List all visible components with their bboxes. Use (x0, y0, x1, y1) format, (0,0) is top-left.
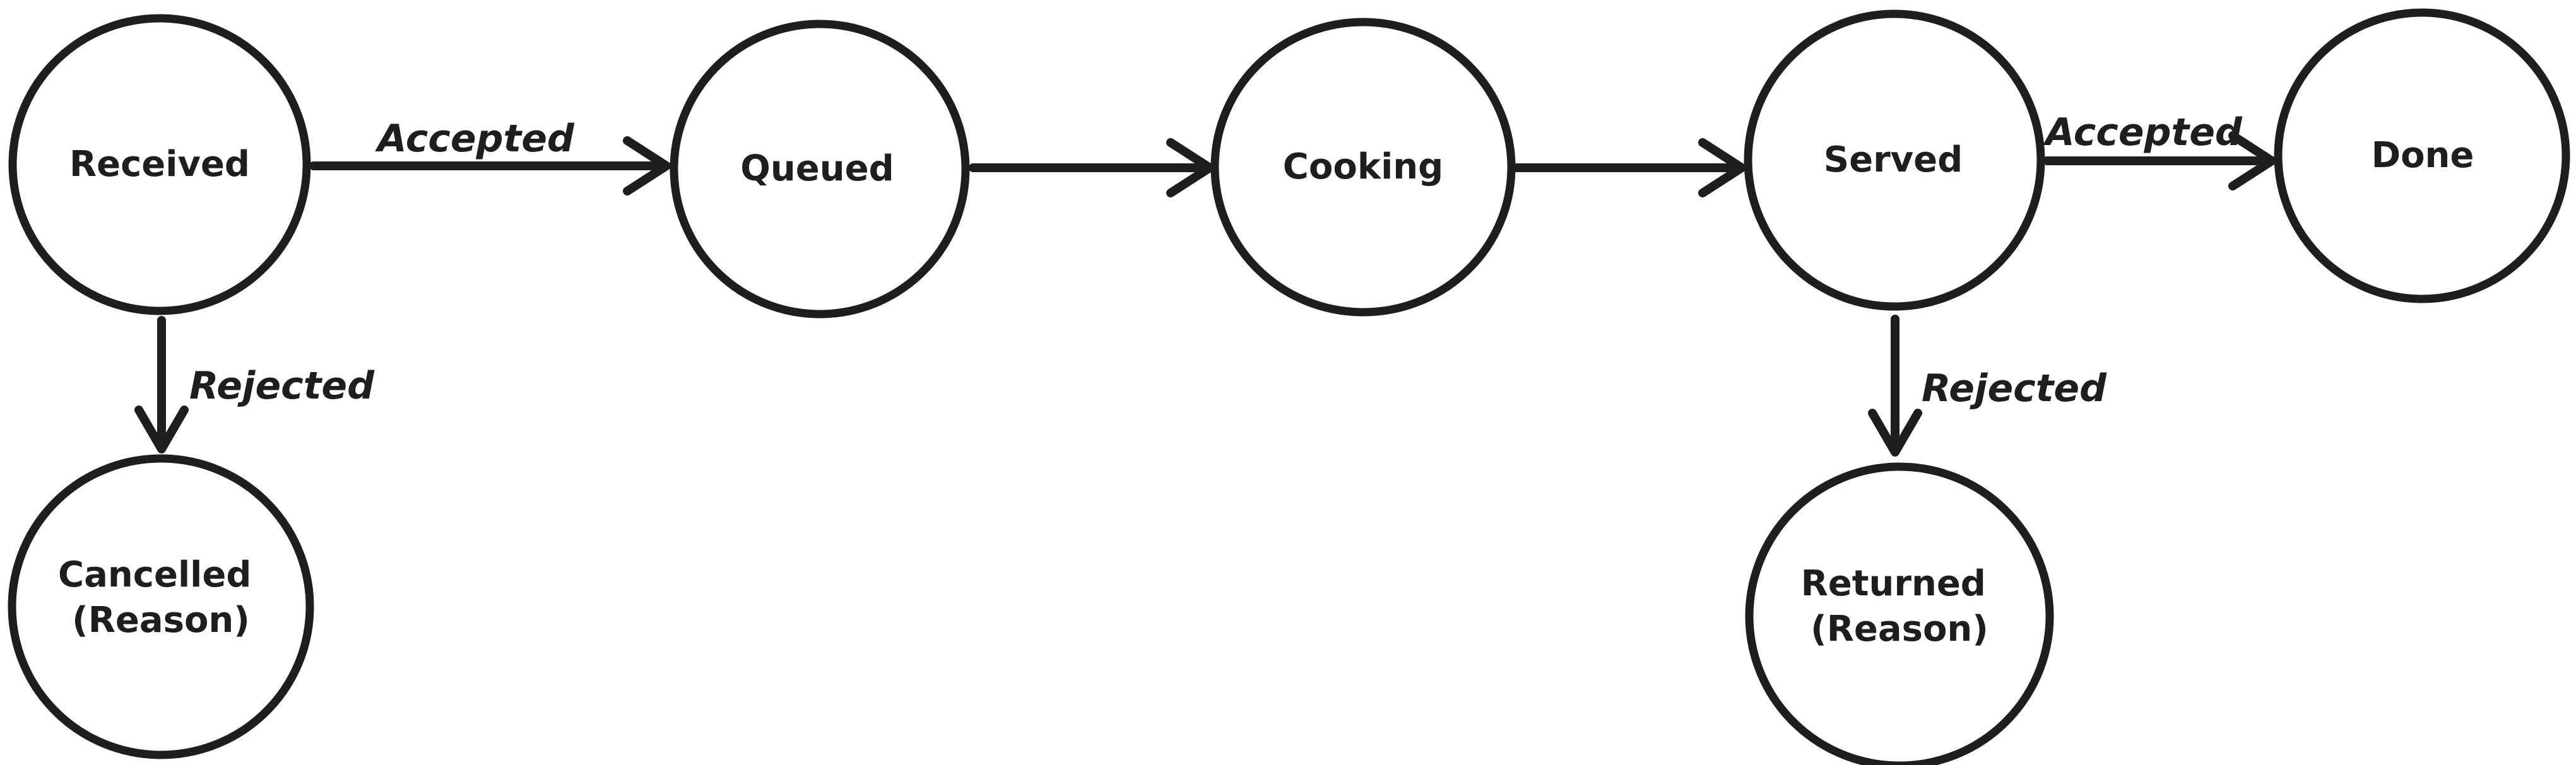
transition-cooking-served (1510, 138, 1746, 197)
cancelled-label: Cancelled (Reason) (58, 554, 264, 641)
arrowhead-served-returned (1868, 409, 1922, 457)
state-node-served: Served (1744, 9, 2045, 311)
done-circle (2274, 8, 2570, 303)
served-label: Served (1824, 139, 1963, 180)
received-circle (8, 14, 311, 315)
queued-circle (670, 20, 970, 318)
state-node-cancelled: Cancelled (Reason) (8, 454, 314, 759)
cooking-label: Cooking (1283, 146, 1443, 187)
returned-circle (1745, 462, 2054, 765)
state-node-done: Done (2274, 8, 2570, 303)
edge-label-accepted-2: Accepted (2043, 110, 2243, 155)
state-node-returned: Returned (Reason) (1745, 462, 2054, 765)
arrowhead-cooking-served (1698, 138, 1746, 197)
transition-served-done: Accepted (2043, 110, 2276, 190)
state-node-queued: Queued (670, 20, 970, 318)
edge-label-rejected-1: Rejected (189, 364, 375, 408)
transition-queued-cooking (969, 138, 1214, 197)
transition-served-returned: Rejected (1868, 315, 2107, 457)
arrowhead-received-cancelled (134, 406, 189, 453)
returned-label: Returned (Reason) (1801, 563, 1999, 650)
arrowhead-received-queued (623, 136, 671, 196)
arrowhead-served-done (2228, 131, 2276, 190)
edge-label-rejected-2: Rejected (1922, 366, 2107, 411)
served-circle (1744, 9, 2045, 311)
transition-received-cancelled: Rejected (134, 316, 375, 453)
transition-received-queued: Accepted (309, 117, 671, 196)
received-label: Received (69, 144, 250, 185)
edge-label-accepted-1: Accepted (375, 117, 575, 161)
done-label: Done (2372, 135, 2474, 176)
arrowhead-queued-cooking (1166, 138, 1214, 197)
queued-label: Queued (740, 148, 894, 189)
state-node-cooking: Cooking (1210, 18, 1516, 317)
state-node-received: Received (8, 14, 311, 315)
cancelled-circle (8, 454, 314, 759)
